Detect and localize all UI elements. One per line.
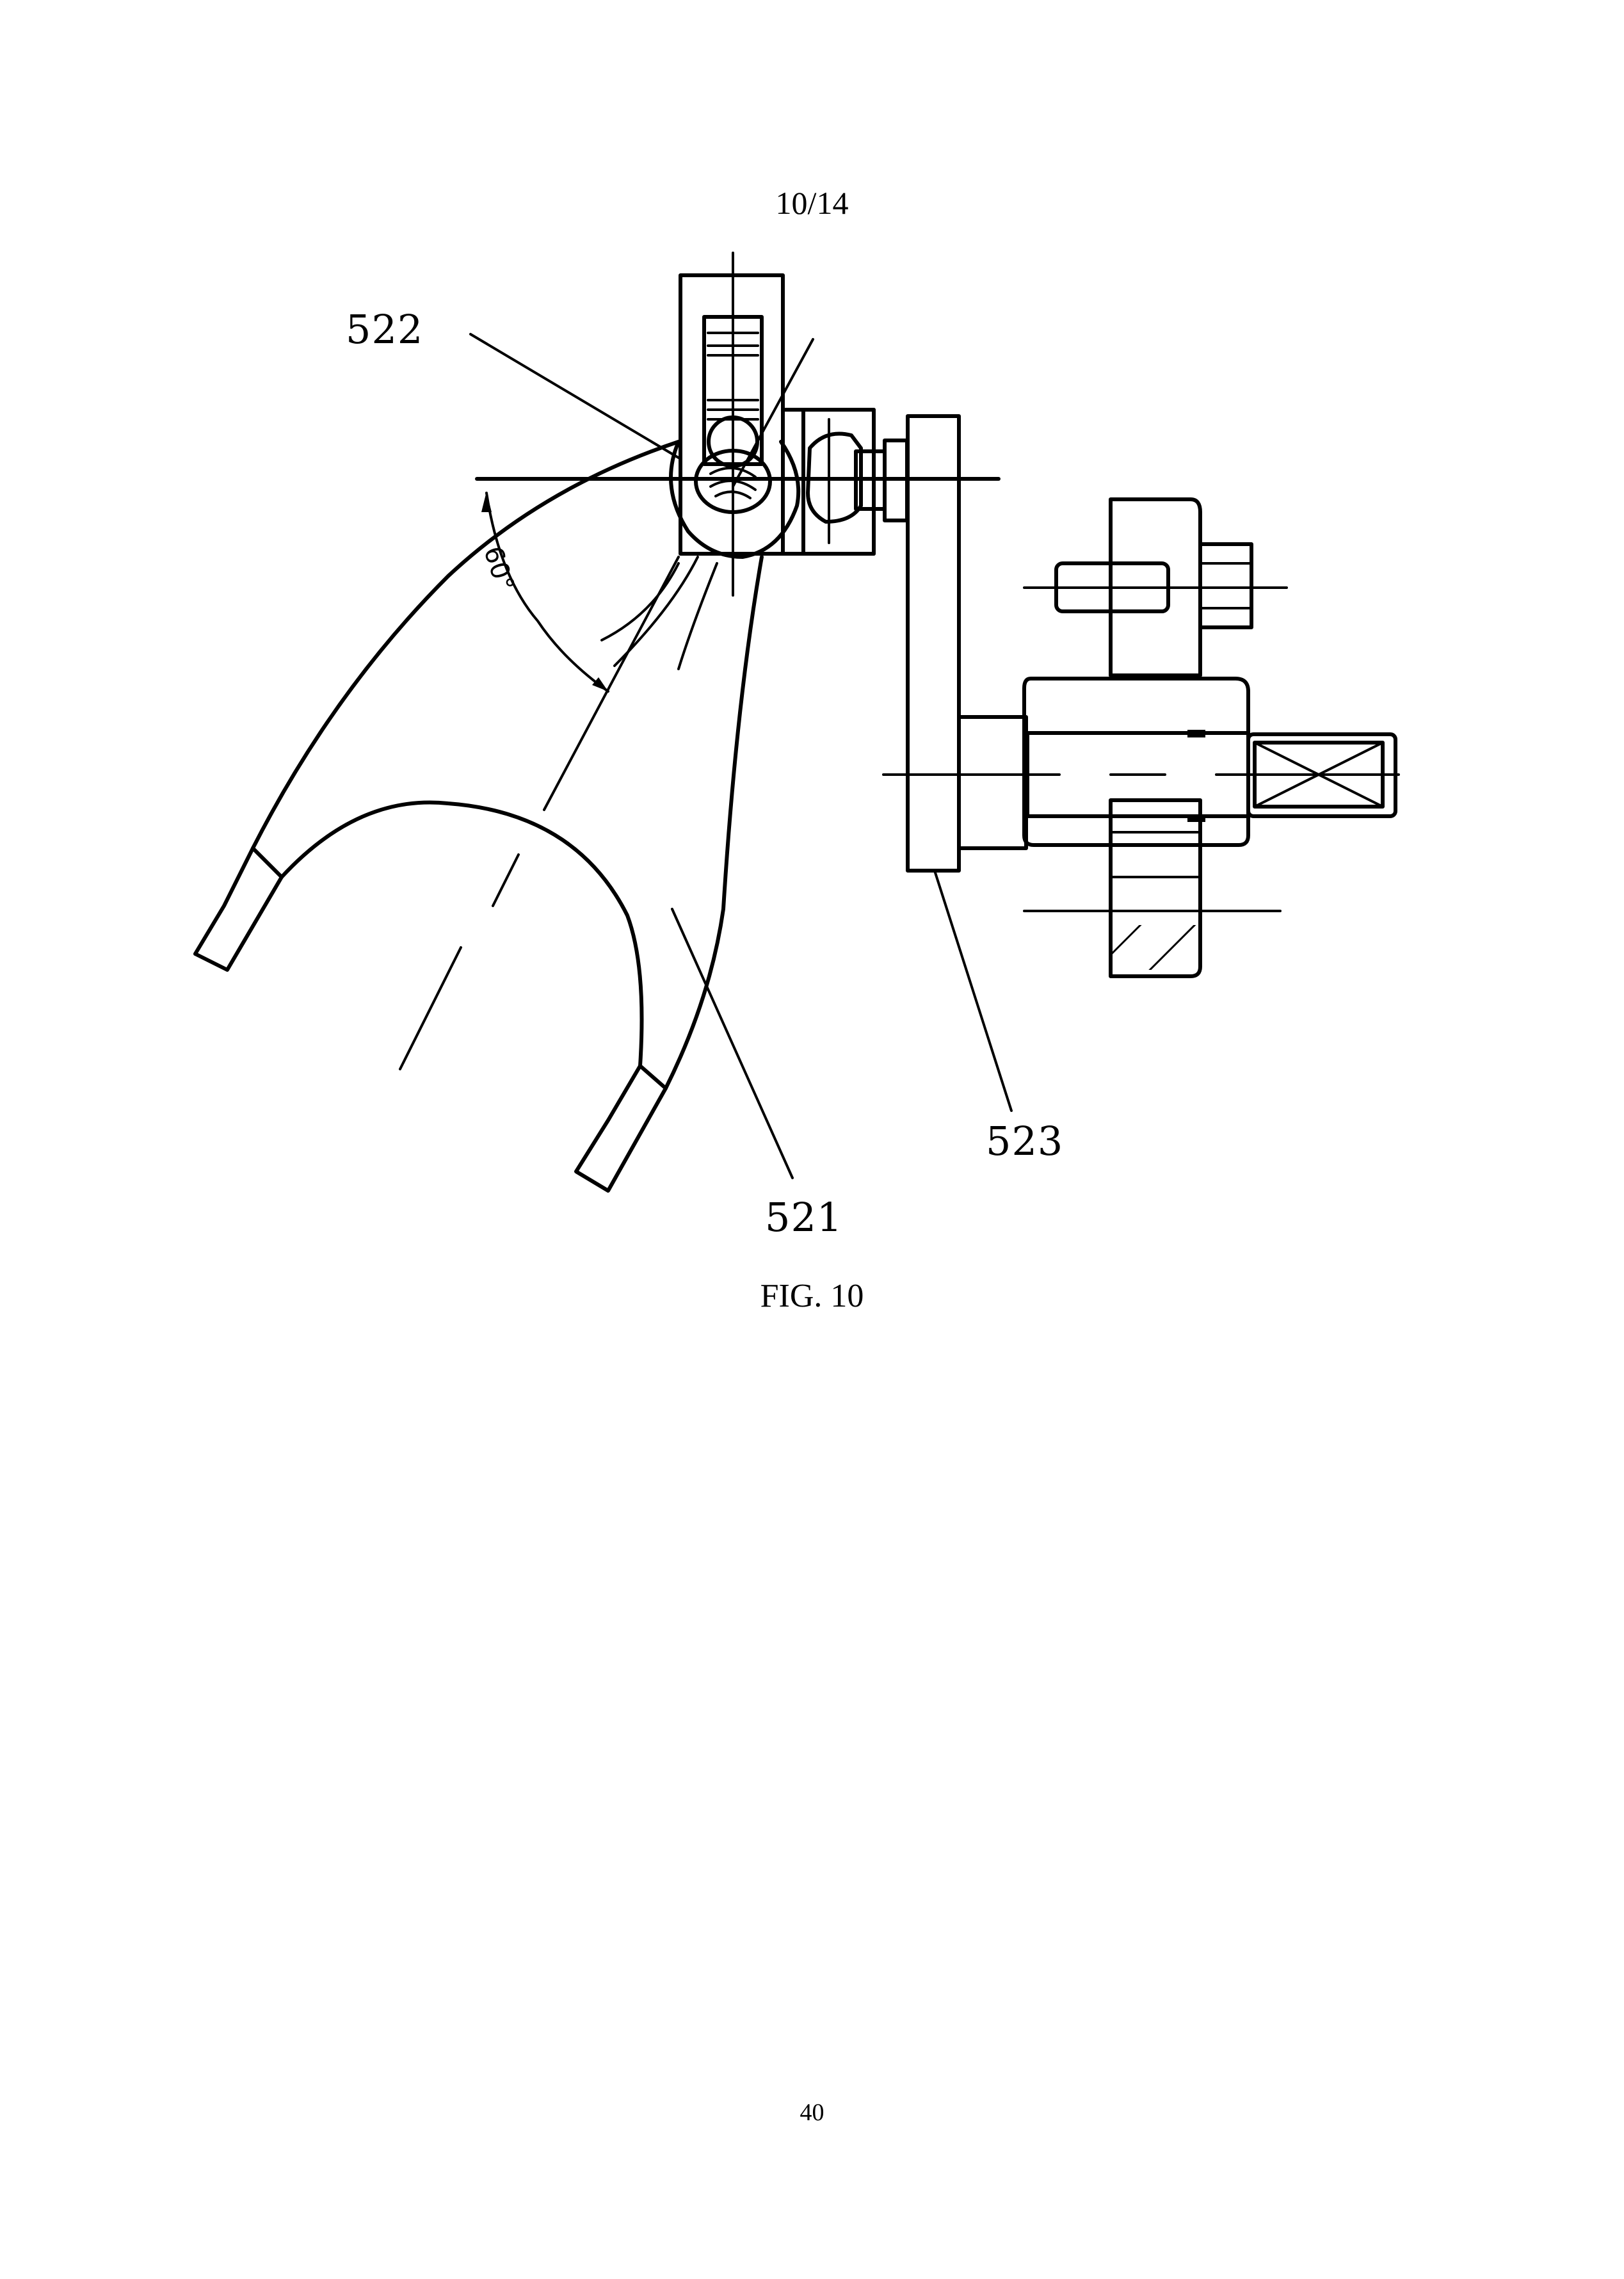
flange-assembly bbox=[882, 497, 1400, 978]
leader-line-522 bbox=[469, 333, 680, 459]
leader-line-523 bbox=[933, 869, 1013, 1112]
angle-dimension bbox=[481, 492, 609, 693]
reference-label-521: 521 bbox=[765, 1194, 843, 1241]
reference-label-522: 522 bbox=[346, 306, 424, 353]
reference-label-523: 523 bbox=[986, 1118, 1064, 1164]
ball-joint-block bbox=[781, 408, 909, 556]
figure-caption: FIG. 10 bbox=[760, 1278, 864, 1314]
fork-center-line bbox=[399, 556, 680, 1070]
shift-fork bbox=[193, 440, 764, 1193]
lever-arm bbox=[882, 414, 1028, 873]
fork-head-housing bbox=[669, 273, 801, 559]
page-number: 40 bbox=[800, 2099, 824, 2126]
leader-line-521 bbox=[671, 908, 794, 1179]
sheet-number: 10/14 bbox=[775, 185, 849, 221]
axis-line-angled bbox=[732, 338, 814, 488]
